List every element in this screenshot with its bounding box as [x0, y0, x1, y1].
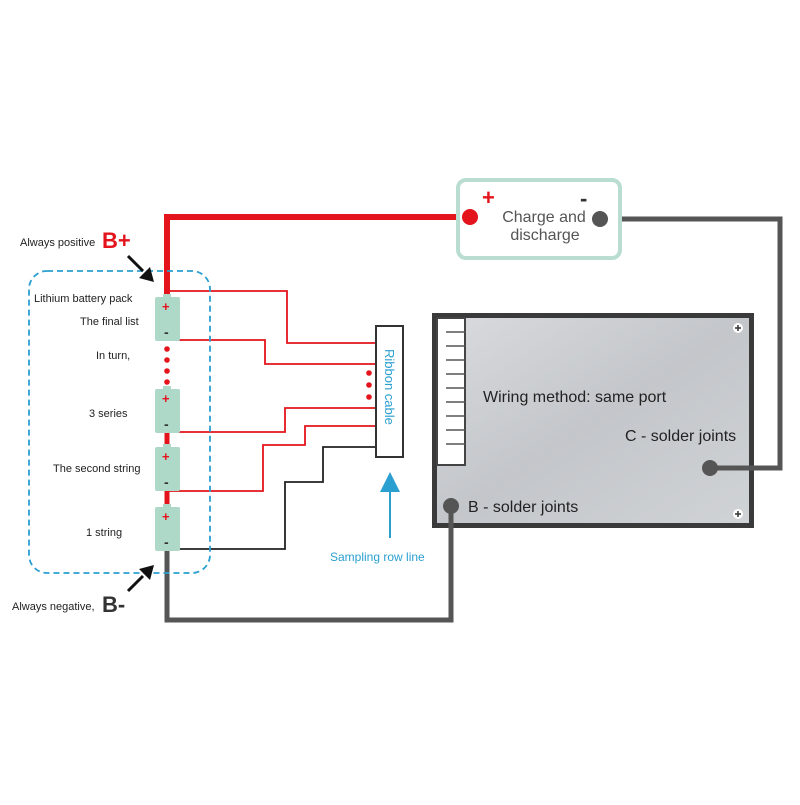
bms-board: Wiring method: same port C - solder join… — [432, 313, 754, 528]
battery-pack-box — [28, 270, 211, 574]
b-solder-joint — [443, 498, 459, 514]
wiring-method-label: Wiring method: same port — [483, 389, 667, 406]
sampling-row-label: Sampling row line — [330, 550, 425, 564]
b-minus-wire — [164, 506, 454, 623]
battery-cell: + - — [155, 294, 180, 341]
positive-wire — [164, 214, 470, 297]
sampling-wires — [167, 290, 376, 492]
cell-plus: + — [162, 299, 170, 314]
load-label-line2: discharge — [510, 227, 579, 244]
charge-discharge-box: + - Charge and discharge — [456, 178, 622, 260]
in-turn-label: In turn, — [96, 350, 130, 362]
always-positive-label: Always positive — [20, 237, 95, 249]
ribbon-dot — [366, 394, 372, 400]
b-minus-label: B- — [102, 592, 125, 617]
battery-cell: + - — [155, 386, 180, 433]
cell-minus: - — [164, 324, 169, 340]
c-solder-label: C - solder joints — [625, 428, 736, 445]
screw-bottom-icon — [733, 509, 743, 519]
c-solder-joint — [702, 460, 718, 476]
screw-top-icon — [733, 323, 743, 333]
second-string-label: The second string — [53, 463, 140, 475]
always-negative-label: Always negative, — [12, 601, 95, 613]
cell-minus: - — [164, 474, 169, 490]
sampling-wire-negative — [167, 446, 376, 550]
load-negative-terminal — [592, 211, 608, 227]
cell-minus: - — [164, 534, 169, 550]
one-string-label: 1 string — [86, 527, 122, 539]
load-plus-sign: + — [482, 185, 495, 210]
b-solder-label: B - solder joints — [468, 499, 578, 516]
load-minus-sign: - — [580, 186, 587, 211]
arrow-down-right-icon — [126, 254, 154, 282]
battery-cell: + - — [155, 444, 180, 491]
series-links — [164, 346, 170, 385]
ribbon-dot — [366, 370, 372, 376]
arrow-up-right-icon — [126, 565, 154, 593]
ribbon-cable-box — [375, 325, 404, 458]
ribbon-cable: Ribbon cable — [366, 325, 404, 458]
c-wire — [600, 216, 783, 471]
cell-minus: - — [164, 416, 169, 432]
ribbon-dot — [366, 382, 372, 388]
battery-cell: + - — [155, 504, 180, 551]
negative-wires — [164, 216, 783, 623]
three-series-label: 3 series — [89, 408, 128, 420]
bms-connector — [436, 317, 466, 466]
cell-plus: + — [162, 391, 170, 406]
final-list-label: The final list — [80, 316, 139, 328]
load-label-line1: Charge and — [502, 209, 586, 226]
battery-pack-label: Lithium battery pack — [34, 293, 133, 305]
battery-cells: + - + - + - + - — [155, 294, 180, 551]
bms-connector-pins — [446, 331, 465, 445]
bms-board-surface — [437, 318, 749, 523]
cell-plus: + — [162, 509, 170, 524]
cell-plus: + — [162, 449, 170, 464]
ribbon-cable-label: Ribbon cable — [382, 349, 397, 425]
load-positive-terminal — [462, 209, 478, 225]
load-box-frame — [456, 178, 622, 260]
b-plus-label: B+ — [102, 228, 131, 253]
